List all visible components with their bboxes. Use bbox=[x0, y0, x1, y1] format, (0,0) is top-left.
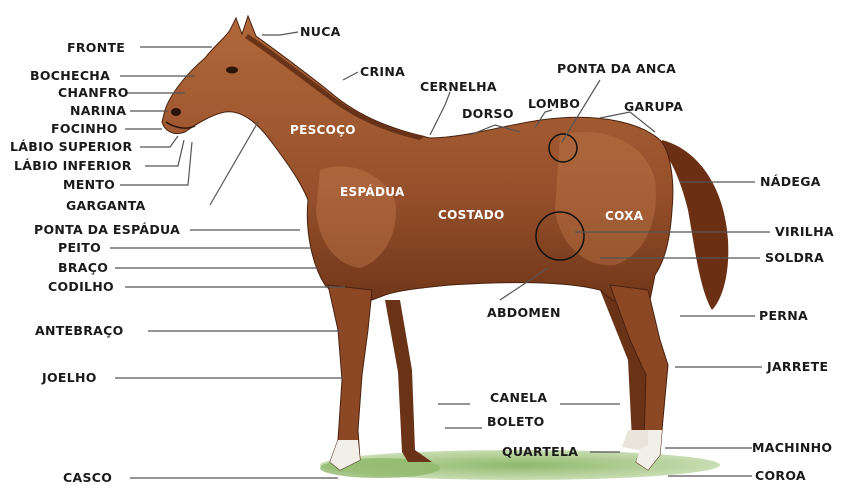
label-narina: NARINA bbox=[70, 104, 126, 118]
label-quartela: QUARTELA bbox=[502, 445, 578, 459]
label-perna: PERNA bbox=[759, 309, 808, 323]
label-cernelha: CERNELHA bbox=[420, 80, 497, 94]
label-garganta: GARGANTA bbox=[66, 199, 146, 213]
label-chanfro: CHANFRO bbox=[58, 86, 129, 100]
label-virilha: VIRILHA bbox=[775, 225, 834, 239]
label-peito: PEITO bbox=[58, 241, 101, 255]
far-front-leg bbox=[385, 300, 432, 462]
label-boleto: BOLETO bbox=[487, 415, 545, 429]
label-mento: MENTO bbox=[63, 178, 115, 192]
label-antebraco: ANTEBRAÇO bbox=[35, 324, 124, 338]
label-costado: COSTADO bbox=[438, 208, 504, 222]
label-braco: BRAÇO bbox=[58, 261, 108, 275]
label-espadua: ESPÁDUA bbox=[340, 185, 405, 199]
label-ponta-da-espadua: PONTA DA ESPÁDUA bbox=[34, 223, 180, 237]
label-coxa: COXA bbox=[605, 209, 643, 223]
label-codilho: CODILHO bbox=[48, 280, 114, 294]
label-nuca: NUCA bbox=[300, 25, 341, 39]
label-pescoco: PESCOÇO bbox=[290, 123, 356, 137]
label-nadega: NÁDEGA bbox=[760, 175, 821, 189]
label-jarrete: JARRETE bbox=[767, 360, 828, 374]
label-fronte: FRONTE bbox=[67, 41, 125, 55]
tail bbox=[662, 140, 728, 310]
label-machinho: MACHINHO bbox=[752, 441, 832, 455]
label-crina: CRINA bbox=[360, 65, 405, 79]
label-garupa: GARUPA bbox=[624, 100, 683, 114]
label-abdomen: ABDOMEN bbox=[487, 306, 561, 320]
label-labio-superior: LÁBIO SUPERIOR bbox=[10, 140, 132, 154]
label-labio-inferior: LÁBIO INFERIOR bbox=[14, 159, 132, 173]
label-joelho: JOELHO bbox=[42, 371, 97, 385]
label-canela: CANELA bbox=[490, 391, 547, 405]
label-bochecha: BOCHECHA bbox=[30, 69, 110, 83]
label-coroa: COROA bbox=[755, 469, 806, 483]
label-soldra: SOLDRA bbox=[765, 251, 824, 265]
label-casco: CASCO bbox=[63, 471, 112, 485]
eye bbox=[226, 67, 238, 74]
label-focinho: FOCINHO bbox=[51, 122, 118, 136]
nostril bbox=[171, 108, 181, 116]
label-ponta-da-anca: PONTA DA ANCA bbox=[557, 62, 676, 76]
label-lombo: LOMBO bbox=[528, 97, 580, 111]
label-dorso: DORSO bbox=[462, 107, 514, 121]
